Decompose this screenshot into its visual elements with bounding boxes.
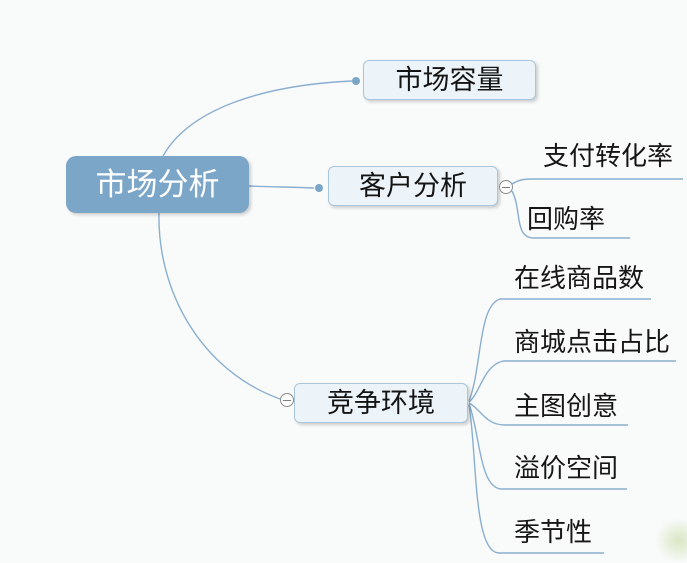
collapse-button-competitive-environment[interactable] [280,393,294,407]
connector-root-compete [158,211,281,400]
leaf-topic-mall-click-share[interactable]: 商城点击占比 [514,327,671,357]
leaf-topic-online-product-count[interactable]: 在线商品数 [514,263,645,293]
connector-root-capacity [162,80,353,157]
connector-customer-pay [511,178,683,185]
minus-icon [502,186,510,188]
leaf-topic-payment-conversion-rate[interactable]: 支付转化率 [543,141,674,171]
connector-root-customer [248,185,315,189]
connector-compete-image [468,402,628,426]
connector-compete-premium [468,403,627,490]
connector-compete-clicks [468,360,676,403]
leaf-topic-premium-space[interactable]: 溢价空间 [514,453,619,483]
connector-compete-season [468,404,604,554]
topic-market-capacity[interactable]: 市场容量 [363,60,536,100]
minus-icon [283,399,291,401]
leaf-topic-seasonality[interactable]: 季节性 [514,517,593,547]
collapse-button-customer-analysis[interactable] [499,180,513,194]
connection-dot-capacity [352,77,360,85]
connector-compete-online [468,298,651,402]
leaf-topic-repurchase-rate[interactable]: 回购率 [527,204,606,234]
topic-customer-analysis[interactable]: 客户分析 [328,166,498,206]
root-topic[interactable]: 市场分析 [66,156,249,213]
connection-dot-customer [315,184,323,192]
topic-competitive-environment[interactable]: 竞争环境 [294,383,468,423]
connector-customer-rebuy [511,190,630,239]
leaf-topic-main-image-creativity[interactable]: 主图创意 [514,391,619,421]
